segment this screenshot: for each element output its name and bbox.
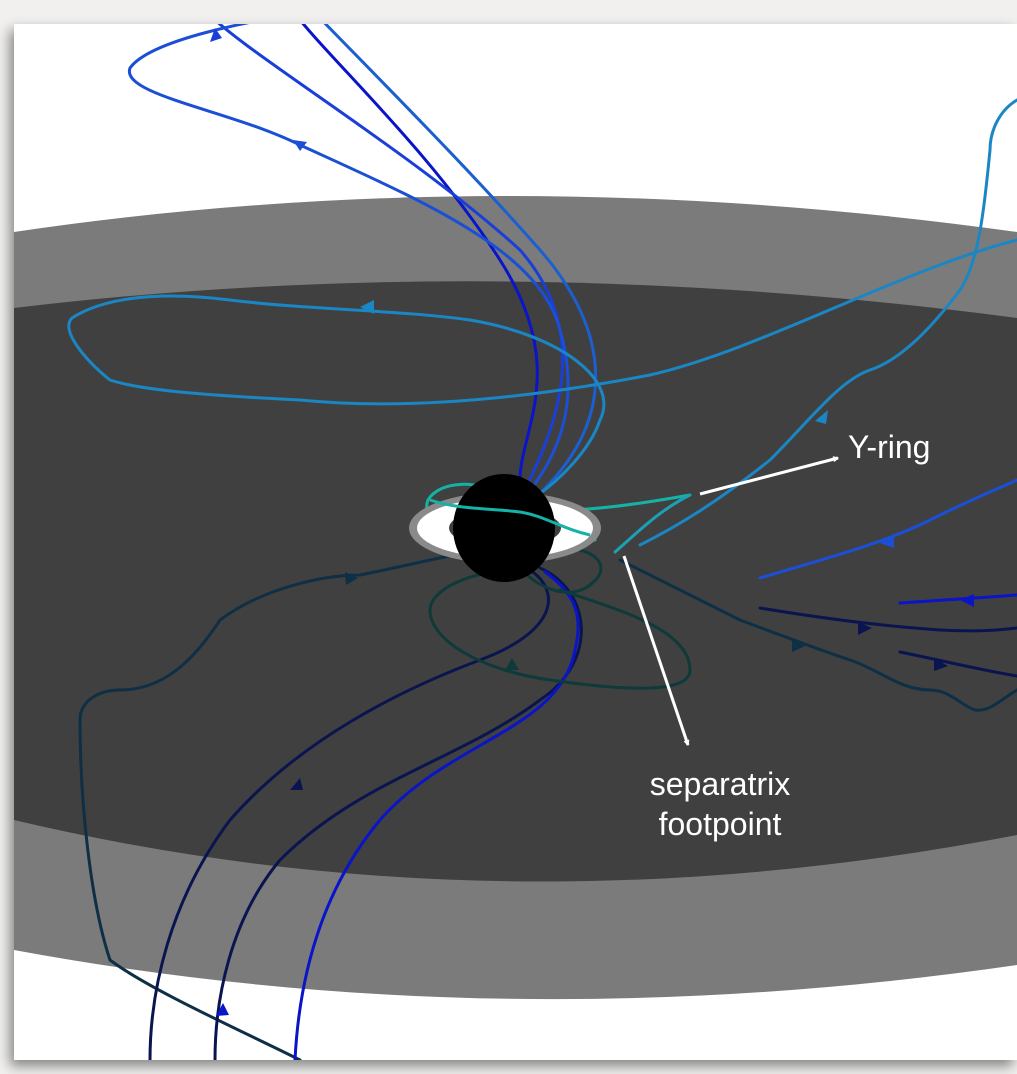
diagram-canvas bbox=[14, 24, 1017, 1060]
y-ring-annotation-arrow bbox=[699, 458, 838, 496]
arrowhead-icon bbox=[210, 28, 222, 42]
arrowhead-icon bbox=[960, 594, 974, 607]
arrowhead-icon bbox=[880, 534, 894, 548]
field-line-right-blue-1 bbox=[758, 478, 1017, 580]
field-line-right-blue-2 bbox=[898, 593, 1017, 605]
field-line-blue-top-4 bbox=[323, 24, 598, 500]
field-line-right-navy-1 bbox=[758, 606, 1017, 633]
arrowhead-icon bbox=[934, 658, 948, 671]
arrowhead-icon bbox=[815, 410, 828, 424]
field-line-dark-teal-loop bbox=[428, 568, 692, 690]
arrowhead-icon bbox=[360, 300, 374, 314]
field-line-teal-over-body bbox=[429, 498, 591, 537]
field-line-lower-navy-2 bbox=[213, 566, 583, 1060]
field-line-light-blue-loop bbox=[67, 238, 1017, 499]
central-body bbox=[453, 474, 555, 582]
field-line-cyan-ring bbox=[613, 493, 692, 554]
field-line-dark-teal-inner bbox=[518, 548, 603, 594]
field-line-right-navy-2 bbox=[898, 650, 1017, 678]
field-line-blue-top-1 bbox=[301, 24, 539, 482]
separatrix-label-line2: footpoint bbox=[658, 806, 782, 842]
field-line-lower-left bbox=[78, 548, 482, 1060]
arrowhead-icon bbox=[290, 778, 303, 790]
arrowhead-icon bbox=[216, 1003, 229, 1016]
field-line-lower-blue bbox=[293, 570, 580, 1060]
inner-disk bbox=[14, 281, 1017, 882]
field-line-right-navy-wiggly bbox=[618, 558, 1017, 712]
arrowhead-icon bbox=[505, 658, 519, 670]
field-line-blue-top-2 bbox=[217, 24, 564, 487]
arrowhead-icon bbox=[293, 140, 307, 151]
field-lines bbox=[67, 24, 1017, 1060]
arrowhead-icon bbox=[858, 622, 872, 635]
separatrix-annotation-arrow bbox=[622, 555, 690, 745]
magnetosphere-diagram bbox=[14, 24, 1017, 1060]
separatrix-footpoint-label: separatrix footpoint bbox=[630, 764, 810, 844]
arrowhead-icon bbox=[345, 572, 358, 585]
field-line-blue-top-3 bbox=[128, 24, 570, 490]
arrowhead-icon bbox=[792, 639, 805, 652]
field-line-lower-navy-1 bbox=[148, 568, 550, 1060]
y-ring-label: Y-ring bbox=[848, 429, 931, 465]
separatrix-label-line1: separatrix bbox=[649, 766, 791, 802]
